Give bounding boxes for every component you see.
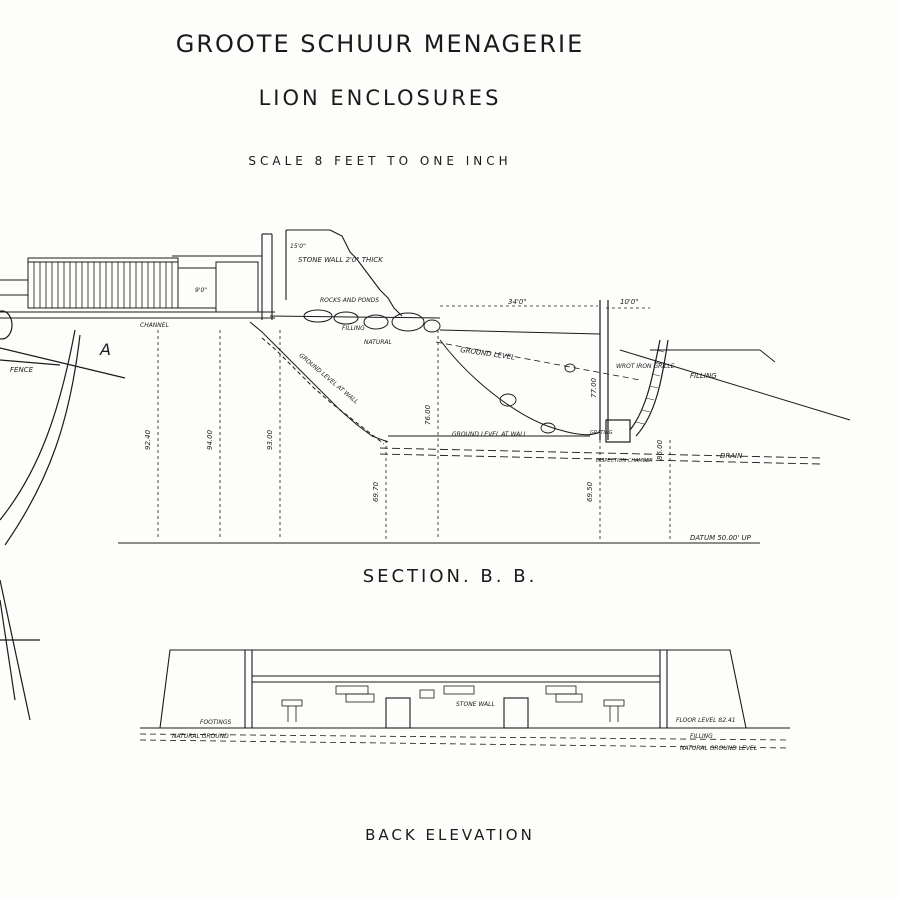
level-94-00: 94.00: [206, 429, 214, 450]
drawing-title: GROOTE SCHUUR MENAGERIE: [175, 30, 585, 58]
level-verticals: [157, 330, 671, 540]
ground-level-wall-left: GROUND LEVEL AT WALL: [297, 352, 359, 406]
rocks-label: ROCKS AND PONDS: [320, 297, 379, 304]
moat-wall: [599, 300, 669, 443]
datum-label: DATUM 50.00' UP: [690, 534, 752, 542]
ground-level-label: GROUND LEVEL: [460, 346, 516, 362]
stone-wall-label: STONE WALL 2'0" THICK: [298, 256, 384, 264]
level-77-00: 77.00: [590, 377, 598, 398]
floor-level-label: FLOOR LEVEL 82.41: [676, 717, 736, 724]
drawing-subtitle: LION ENCLOSURES: [258, 86, 502, 110]
section-title: SECTION. B. B.: [362, 566, 538, 587]
dim-15: 15'0": [290, 243, 306, 250]
level-69-50: 69.50: [586, 481, 594, 502]
elevation-blocks: [281, 685, 625, 722]
filling-right-label: FILLING: [690, 372, 717, 380]
dim-10-label: 10'0": [620, 298, 639, 306]
channel-label: CHANNEL: [140, 322, 169, 329]
drain-label: DRAIN: [720, 452, 743, 460]
filling-label: FILLING: [342, 325, 365, 332]
dim-9: 9'0": [195, 287, 207, 294]
back-elevation: [140, 649, 790, 729]
left-plan-fragment: [0, 310, 126, 721]
ground-level-dashed: [435, 341, 641, 381]
rocks-and-ponds: [269, 309, 441, 333]
natural-ground-label: NATURAL GROUND: [172, 733, 229, 740]
ground-level-wall-right: GROUND LEVEL AT WALL: [452, 431, 527, 438]
inspection-label: INSPECTION CHAMBER: [596, 458, 653, 464]
stepped-foundation: [249, 321, 590, 445]
marker-a: A: [99, 340, 111, 359]
natural-label: NATURAL: [364, 339, 392, 346]
elevation-title: BACK ELEVATION: [365, 826, 535, 844]
grille-label: WROT IRON GRILLE: [616, 363, 675, 370]
level-93-00: 93.00: [266, 429, 274, 450]
grating-label: GRATING: [590, 430, 613, 436]
level-69-70: 69.70: [372, 481, 380, 502]
stone-wall: [261, 229, 403, 320]
level-92-40: 92.40: [144, 429, 152, 450]
level-86-00: 86.00: [656, 439, 664, 460]
natural-ground-level-label: NATURAL GROUND LEVEL: [680, 745, 757, 752]
ground-slope: [439, 329, 851, 436]
elevation-ground-dashed: [139, 733, 791, 749]
dim-34-label: 34'0": [508, 298, 527, 306]
cage-structure: [0, 255, 275, 319]
level-76-00: 76.00: [424, 404, 432, 425]
filling-elev-label: FILLING: [690, 733, 713, 740]
fence-label: FENCE: [10, 366, 34, 374]
cage-bars: [33, 262, 173, 308]
footings-label: FOOTINGS: [200, 719, 231, 726]
boulders: [499, 363, 576, 434]
moat-wall-hatching: [635, 349, 665, 425]
stone-wall-elev-label: STONE WALL: [456, 701, 495, 708]
drawing-scale: SCALE 8 FEET TO ONE INCH: [248, 154, 512, 168]
